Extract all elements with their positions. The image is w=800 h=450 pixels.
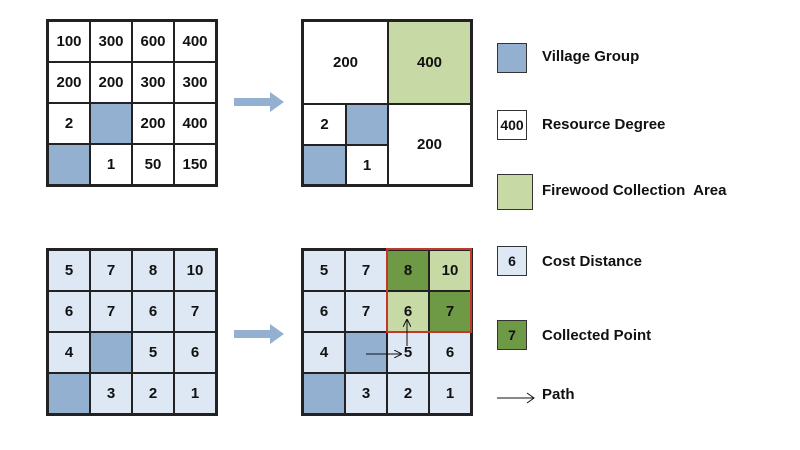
merged-cell-top-left: 200 (303, 21, 388, 104)
grid-cell: 3 (90, 373, 132, 414)
grid-cell: 3 (345, 373, 387, 414)
grid-cell: 400 (174, 21, 216, 62)
village-cell (90, 332, 132, 373)
collected-point-cell: 8 (387, 250, 429, 291)
grid-cell: 1 (174, 373, 216, 414)
village-cell (303, 373, 345, 414)
grid-cell: 6 (132, 291, 174, 332)
grid-cell: 400 (174, 103, 216, 144)
legend-path-label: Path (542, 386, 575, 403)
legend-resource-swatch: 400 (497, 110, 527, 140)
legend-cost-label: Cost Distance (542, 253, 643, 270)
grid-cell: 200 (48, 62, 90, 103)
arrow-shape (234, 92, 284, 112)
grid-cell: 200 (90, 62, 132, 103)
legend-cost-swatch: 6 (497, 246, 527, 276)
grid-cell: 5 (132, 332, 174, 373)
legend-village-label: Village Group (542, 48, 640, 65)
grid-cell: 4 (303, 332, 345, 373)
legend-resource-label: Resource Degree (542, 116, 666, 133)
legend-firewood-label: Firewood Collection Area (542, 182, 727, 199)
grid-cell: 10 (174, 250, 216, 291)
legend-village-swatch (497, 43, 527, 73)
grid-cell: 7 (345, 291, 387, 332)
grid-cell: 300 (174, 62, 216, 103)
legend-collected-label: Collected Point (542, 327, 652, 344)
grid-cell: 6 (429, 332, 471, 373)
resource-grid-merged: 200 400 2 1 200 (301, 19, 473, 187)
legend-collected-swatch: 7 (497, 320, 527, 350)
grid-cell: 5 (387, 332, 429, 373)
grid-cell: 2 (387, 373, 429, 414)
grid-cell: 2 (48, 103, 90, 144)
grid-cell: 7 (90, 250, 132, 291)
grid-cell: 5 (48, 250, 90, 291)
grid-cell: 100 (48, 21, 90, 62)
legend-path-arrow-icon (497, 392, 535, 404)
grid-cell: 1 (429, 373, 471, 414)
legend-firewood-swatch (497, 174, 533, 210)
village-cell (90, 103, 132, 144)
cost-distance-grid: 5 7 8 10 6 7 6 7 4 5 6 3 2 1 (46, 248, 218, 416)
village-cell (48, 373, 90, 414)
grid-cell: 6 (174, 332, 216, 373)
grid-cell: 200 (132, 103, 174, 144)
grid-cell: 2 (132, 373, 174, 414)
firewood-area-outline (386, 248, 472, 333)
grid-cell: 7 (345, 250, 387, 291)
cost-distance-grid-result: 5 7 8 10 6 7 6 7 4 5 6 3 2 1 (301, 248, 473, 416)
grid-cell: 300 (90, 21, 132, 62)
grid-cell: 6 (303, 291, 345, 332)
firewood-cell: 10 (429, 250, 471, 291)
flow-arrow-bottom (234, 324, 284, 344)
village-cell (303, 145, 346, 185)
grid-cell: 7 (174, 291, 216, 332)
grid-cell: 6 (48, 291, 90, 332)
grid-cell: 8 (132, 250, 174, 291)
merged-cell-top-right-firewood: 400 (388, 21, 471, 104)
grid-cell: 1 (346, 145, 388, 185)
flow-arrow-top (234, 92, 284, 112)
village-cell (345, 332, 387, 373)
grid-cell: 4 (48, 332, 90, 373)
arrow-shape (234, 324, 284, 344)
grid-cell: 150 (174, 144, 216, 185)
grid-cell: 7 (90, 291, 132, 332)
grid-cell: 50 (132, 144, 174, 185)
grid-cell: 5 (303, 250, 345, 291)
grid-cell: 300 (132, 62, 174, 103)
merged-cell-bottom-right: 200 (388, 104, 471, 185)
village-cell (48, 144, 90, 185)
resource-grid-original: 100 300 600 400 200 200 300 300 2 200 40… (46, 19, 218, 187)
grid-cell: 600 (132, 21, 174, 62)
grid-cell: 1 (90, 144, 132, 185)
village-cell (346, 104, 388, 145)
grid-cell: 2 (303, 104, 346, 145)
